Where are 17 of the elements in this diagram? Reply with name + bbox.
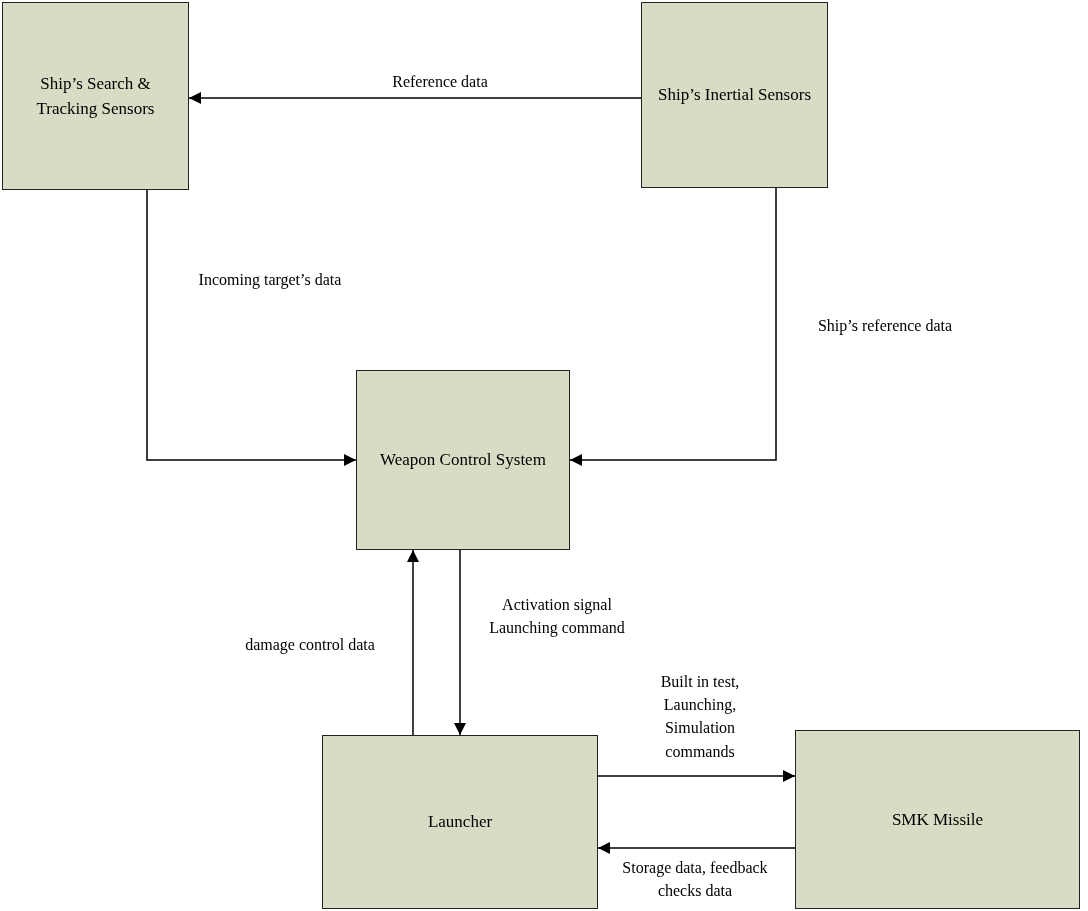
box-label: Ship’s Inertial Sensors bbox=[658, 84, 811, 107]
box-label: SMK Missile bbox=[891, 808, 984, 831]
arrow bbox=[454, 549, 466, 736]
arrow bbox=[407, 549, 419, 736]
process-box bbox=[2, 2, 189, 190]
box-label: Launcher bbox=[427, 811, 493, 834]
process-box bbox=[641, 2, 828, 188]
box-label: Ship’s Search & Tracking Sensors bbox=[35, 72, 156, 120]
process-box bbox=[356, 370, 570, 550]
arrow bbox=[569, 187, 777, 466]
arrow bbox=[597, 842, 796, 854]
arrow bbox=[146, 189, 357, 466]
box-label: Weapon Control System bbox=[380, 449, 546, 472]
arrow bbox=[597, 770, 796, 782]
process-box bbox=[795, 730, 1080, 909]
process-box bbox=[322, 735, 598, 909]
arrow bbox=[188, 92, 642, 104]
